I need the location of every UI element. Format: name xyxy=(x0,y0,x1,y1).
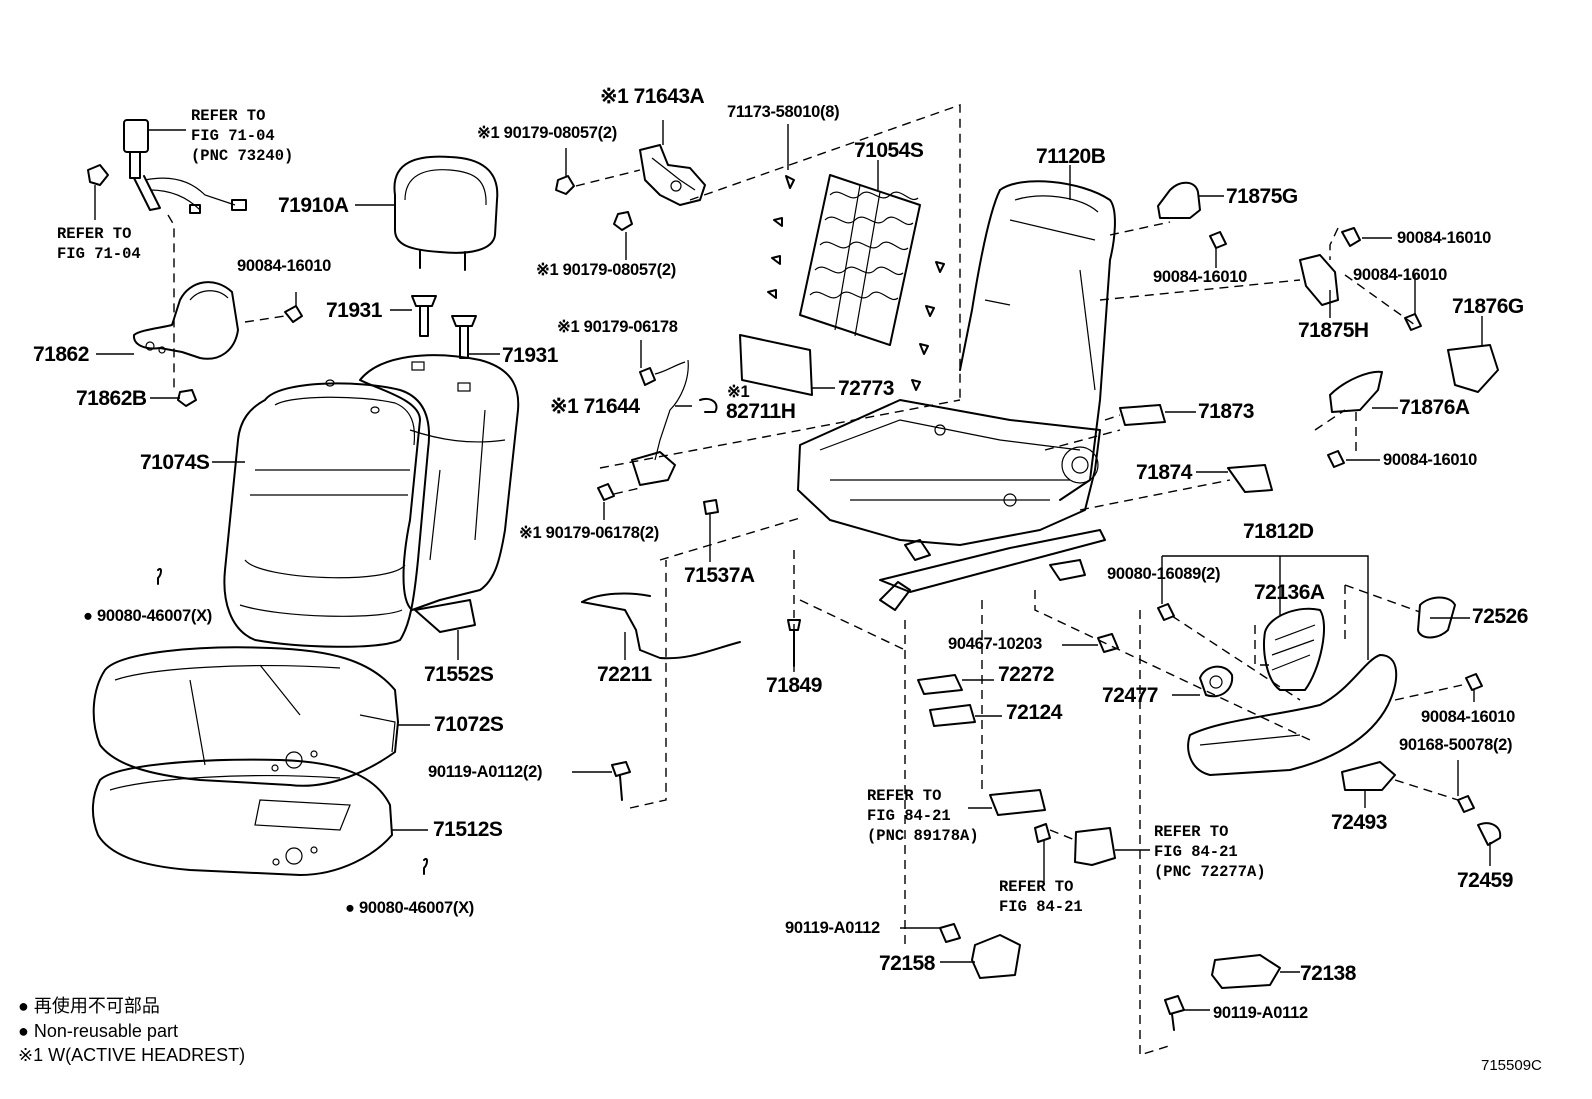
part-label-90179-08057-b: ※1 90179-08057(2) xyxy=(536,261,676,279)
part-label-72493: 72493 xyxy=(1331,811,1387,834)
part-label-72773: 72773 xyxy=(838,377,894,400)
legend-option-note: ※1 W(ACTIVE HEADREST) xyxy=(18,1045,246,1065)
part-label-90119-a0112-a: 90119-A0112 xyxy=(785,919,880,937)
part-label-90084-16010-d: 90084-16010 xyxy=(237,257,331,275)
seat-belt-buckle-illustration xyxy=(87,119,247,214)
legend-non-reusable-en: ● Non-reusable part xyxy=(18,1021,178,1041)
part-label-71931-a: 71931 xyxy=(326,299,382,322)
part-label-71644: ※1 71644 xyxy=(550,395,640,418)
part-label-90080-16089: 90080-16089(2) xyxy=(1107,565,1221,583)
part-label-71072s: 71072S xyxy=(434,713,504,736)
part-label-71552s: 71552S xyxy=(424,663,494,686)
part-label-71876a: 71876A xyxy=(1399,396,1470,419)
part-label-71054s: 71054S xyxy=(854,139,924,162)
reference-line: REFER TO xyxy=(57,225,132,243)
reference-line: FIG 71-04 xyxy=(57,245,141,263)
active-headrest-cable-illustration xyxy=(597,359,718,501)
part-label-71876g: 71876G xyxy=(1452,295,1524,318)
part-label-71931-b: 71931 xyxy=(502,344,558,367)
part-label-90179-08057-a: ※1 90179-08057(2) xyxy=(477,124,617,142)
part-label-90119-a0112-b: 90119-A0112 xyxy=(1213,1004,1308,1022)
part-label-90084-16010-c: 90084-16010 xyxy=(1353,266,1447,284)
part-label-71849: 71849 xyxy=(766,674,822,697)
seatback-spring-illustration xyxy=(799,174,921,346)
part-label-90080-46007-b: ● 90080-46007(X) xyxy=(345,899,475,917)
part-label-90179-06178-2: ※1 90179-06178(2) xyxy=(519,524,659,542)
reclining-cover-illustration xyxy=(132,281,239,407)
seat-cushion-cover-illustration xyxy=(92,646,399,787)
reference-line: REFER TO xyxy=(1154,823,1229,841)
part-label-71874: 71874 xyxy=(1136,461,1192,484)
part-label-90168-50078: 90168-50078(2) xyxy=(1399,736,1513,754)
reference-note-89178a: REFER TO FIG 84-21 (PNC 89178A) xyxy=(867,786,979,846)
diagram-code: 715509C xyxy=(1481,1057,1542,1074)
headrest-illustration xyxy=(393,155,499,271)
part-label-71120b: 71120B xyxy=(1036,145,1106,168)
part-label-90467-10203: 90467-10203 xyxy=(948,635,1042,653)
reference-line: (PNC 73240) xyxy=(191,147,294,165)
seatback-cover-illustration xyxy=(223,379,430,648)
part-label-72138: 72138 xyxy=(1300,962,1356,985)
part-label-90084-16010-a: 90084-16010 xyxy=(1397,229,1491,247)
reference-line: FIG 84-21 xyxy=(999,898,1083,916)
reference-line: FIG 84-21 xyxy=(1154,843,1238,861)
reference-note-anchor: REFER TO FIG 71-04 xyxy=(57,224,141,264)
part-label-71074s: 71074S xyxy=(140,451,210,474)
part-label-71512s: 71512S xyxy=(433,818,503,841)
seat-frame-illustration xyxy=(797,180,1116,611)
part-label-82711h-mark: ※1 xyxy=(727,383,750,401)
part-label-71173-58010: 71173-58010(8) xyxy=(727,103,840,121)
part-label-72459: 72459 xyxy=(1457,869,1513,892)
part-label-71875g: 71875G xyxy=(1226,185,1298,208)
headrest-guide-illustration xyxy=(411,295,477,359)
reference-line: FIG 71-04 xyxy=(191,127,275,145)
part-label-90084-16010-f: 90084-16010 xyxy=(1421,708,1515,726)
part-label-72477: 72477 xyxy=(1102,684,1158,707)
part-label-71862: 71862 xyxy=(33,343,89,366)
part-label-72526: 72526 xyxy=(1472,605,1528,628)
part-label-90084-16010-e: 90084-16010 xyxy=(1383,451,1477,469)
reference-note-fig-84-21: REFER TO FIG 84-21 xyxy=(999,877,1083,917)
part-label-71643a: ※1 71643A xyxy=(600,85,705,108)
reference-line: (PNC 72277A) xyxy=(1154,863,1266,881)
part-label-72136a: 72136A xyxy=(1254,581,1325,604)
part-label-90179-06178: ※1 90179-06178 xyxy=(557,318,678,336)
spring-clip-illustration xyxy=(767,175,945,391)
part-label-90084-16010-b: 90084-16010 xyxy=(1153,268,1247,286)
part-label-72158: 72158 xyxy=(879,952,935,975)
part-label-72272: 72272 xyxy=(998,663,1054,686)
part-label-90080-46007-a: ● 90080-46007(X) xyxy=(83,607,213,625)
part-label-72211: 72211 xyxy=(597,663,652,686)
reference-line: REFER TO xyxy=(867,787,942,805)
legend-non-reusable-ja: ● 再使用不可部品 xyxy=(18,996,160,1016)
active-headrest-link-illustration xyxy=(639,120,706,206)
reference-line: REFER TO xyxy=(191,107,266,125)
part-label-82711h: 82711H xyxy=(726,400,796,423)
reference-line: REFER TO xyxy=(999,878,1074,896)
board-illustration xyxy=(739,334,813,396)
part-label-71873: 71873 xyxy=(1198,400,1254,423)
part-label-71812d: 71812D xyxy=(1243,520,1314,543)
reference-line: FIG 84-21 xyxy=(867,807,951,825)
hinge-cover-illustration xyxy=(1119,181,1499,493)
reference-line: (PNC 89178A) xyxy=(867,827,979,845)
part-label-72124: 72124 xyxy=(1006,701,1062,724)
side-shield-illustration xyxy=(1157,596,1502,846)
part-label-71537a: 71537A xyxy=(684,564,755,587)
part-label-71862b: 71862B xyxy=(76,387,147,410)
reference-note-seat-belt: REFER TO FIG 71-04 (PNC 73240) xyxy=(191,106,293,166)
seat-cushion-pad-illustration xyxy=(92,758,393,876)
part-label-90119-a0112-2: 90119-A0112(2) xyxy=(428,763,543,781)
part-label-71910a: 71910A xyxy=(278,194,349,217)
seatback-pad-illustration xyxy=(359,354,520,633)
reference-note-72277a: REFER TO FIG 84-21 (PNC 72277A) xyxy=(1154,822,1266,882)
part-label-71875h: 71875H xyxy=(1298,319,1369,342)
